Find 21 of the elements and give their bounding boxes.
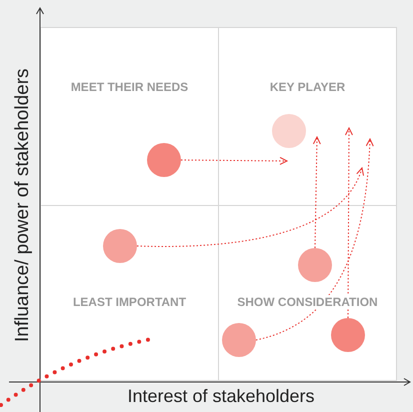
quadrant-panel bbox=[40, 27, 219, 206]
dotted-arrow bbox=[344, 128, 353, 318]
stakeholder-circle bbox=[331, 318, 365, 352]
stakeholder-circle bbox=[103, 229, 137, 263]
dotted-arrow bbox=[136, 168, 364, 247]
dotted-arrow bbox=[312, 136, 321, 248]
stakeholder-circle bbox=[222, 323, 256, 357]
quadrant-label: MEET THEIR NEEDS bbox=[70, 80, 188, 94]
stakeholder-circle bbox=[298, 248, 332, 282]
quadrant-label: LEAST IMPORTANT bbox=[72, 295, 186, 309]
axis-title: Interest of stakeholders bbox=[126, 386, 316, 408]
axis-title: Influance/ power of stakeholders bbox=[11, 67, 34, 344]
quadrant-label: KEY PLAYER bbox=[270, 80, 346, 94]
quadrant-panel bbox=[40, 205, 219, 381]
quadrant-label: SHOW CONSIDERATION bbox=[237, 295, 378, 309]
stakeholder-circle bbox=[272, 114, 306, 148]
stakeholder-circle bbox=[147, 143, 181, 177]
dotted-arrow bbox=[180, 156, 288, 165]
quadrant-panel bbox=[218, 27, 397, 206]
quadrant-panel bbox=[218, 205, 397, 381]
dotted-arrow bbox=[256, 138, 374, 340]
